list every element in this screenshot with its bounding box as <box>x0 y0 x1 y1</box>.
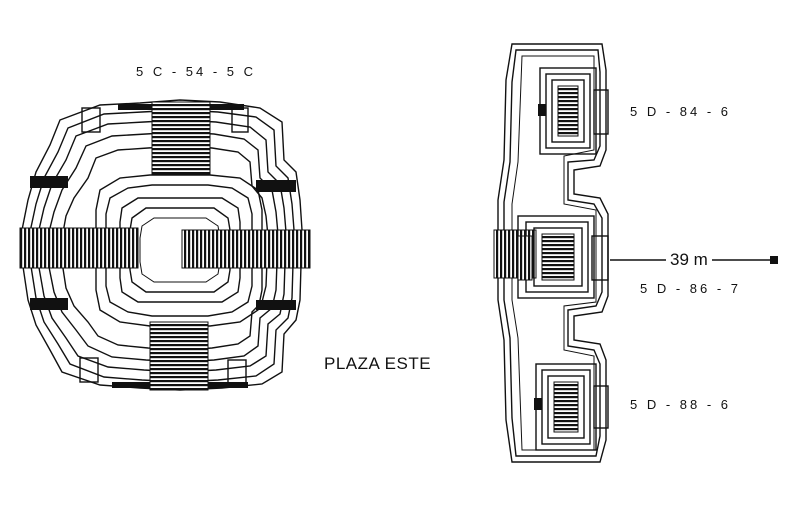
label-building-5d-86-7: 5 D - 86 - 7 <box>640 281 742 296</box>
scale-label: 39 m <box>666 250 712 270</box>
pyramid-5c-54-5c <box>19 99 311 391</box>
building-5d-84-6 <box>538 67 609 155</box>
building-5d-86-7 <box>517 215 609 299</box>
label-building-5d-84-6: 5 D - 84 - 6 <box>630 104 732 119</box>
building-5d-88-6 <box>534 363 609 451</box>
label-building-5d-88-6: 5 D - 88 - 6 <box>630 397 732 412</box>
label-pyramid: 5 C - 54 - 5 C <box>136 64 257 79</box>
label-plaza-este: PLAZA ESTE <box>324 354 432 373</box>
